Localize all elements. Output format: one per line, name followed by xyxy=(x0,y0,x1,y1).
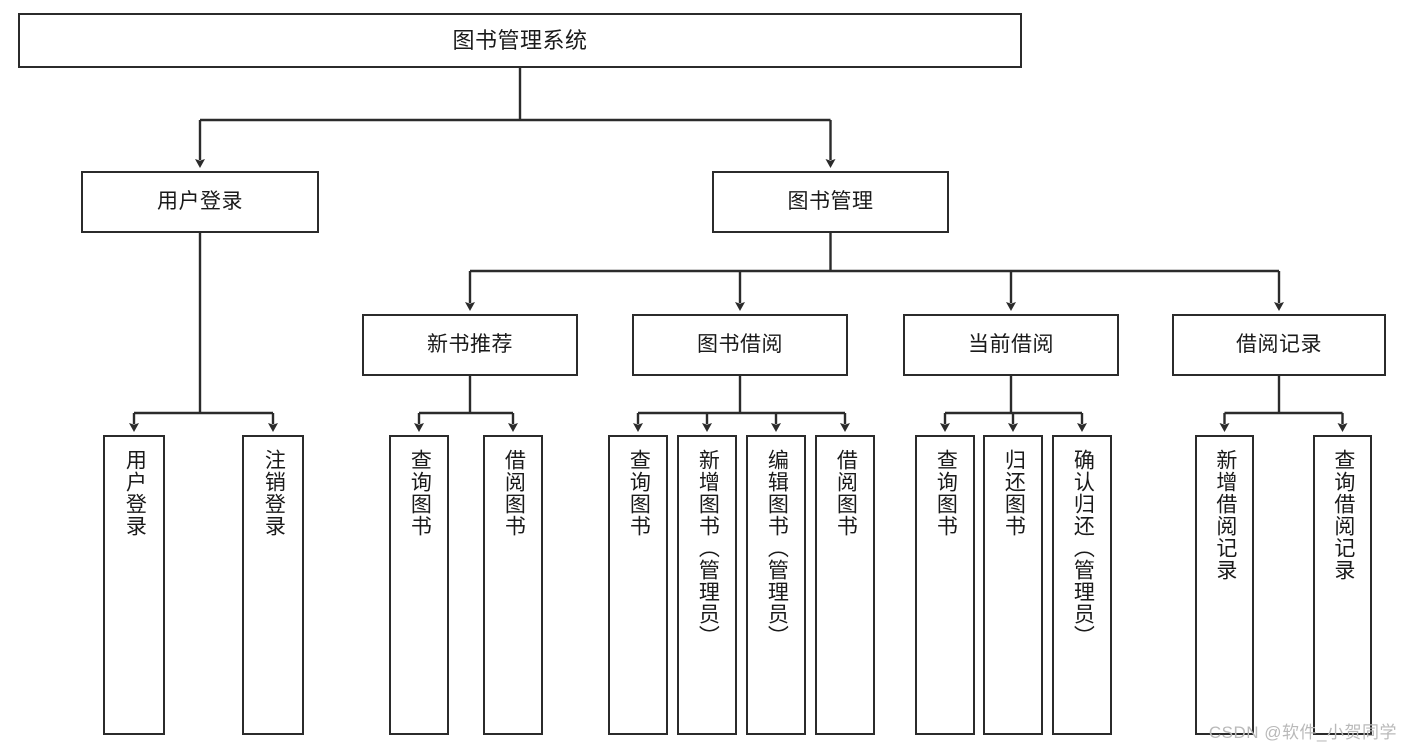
node-leaf-query-record[interactable]: 查询借阅记录 xyxy=(1313,435,1372,735)
node-leaf-add-record[interactable]: 新增借阅记录 xyxy=(1195,435,1254,735)
node-leaf-query-book-1[interactable]: 查询图书 xyxy=(389,435,449,735)
node-user-login[interactable]: 用户登录 xyxy=(81,171,319,233)
node-label: 借阅记录 xyxy=(1236,332,1322,356)
node-label: 查询图书 xyxy=(934,449,958,537)
node-label: 新增图书（管理员） xyxy=(696,449,720,647)
node-label: 查询借阅记录 xyxy=(1331,449,1355,581)
node-book-manage[interactable]: 图书管理 xyxy=(712,171,949,233)
node-label: 当前借阅 xyxy=(968,332,1054,356)
node-leaf-logout[interactable]: 注销登录 xyxy=(242,435,304,735)
node-leaf-return-book[interactable]: 归还图书 xyxy=(983,435,1043,735)
node-label: 查询图书 xyxy=(408,449,432,537)
node-label: 编辑图书（管理员） xyxy=(765,449,789,647)
node-label: 新书推荐 xyxy=(427,332,513,356)
node-label: 确认归还（管理员） xyxy=(1071,449,1095,647)
node-label: 借阅图书 xyxy=(502,449,526,537)
node-label: 图书借阅 xyxy=(697,332,783,356)
node-leaf-borrow-book-1[interactable]: 借阅图书 xyxy=(483,435,543,735)
node-borrow-record[interactable]: 借阅记录 xyxy=(1172,314,1386,376)
watermark-text: CSDN @软件_小贺同学 xyxy=(1208,723,1397,742)
node-label: 注销登录 xyxy=(262,449,286,537)
node-label: 查询图书 xyxy=(627,449,651,537)
node-leaf-borrow-book-2[interactable]: 借阅图书 xyxy=(815,435,875,735)
node-label: 新增借阅记录 xyxy=(1213,449,1237,581)
node-leaf-query-book-3[interactable]: 查询图书 xyxy=(915,435,975,735)
node-root[interactable]: 图书管理系统 xyxy=(18,13,1022,68)
node-label: 用户登录 xyxy=(123,449,147,537)
node-leaf-user-login[interactable]: 用户登录 xyxy=(103,435,165,735)
node-label: 图书管理系统 xyxy=(452,27,588,53)
node-label: 图书管理 xyxy=(787,189,874,213)
node-leaf-query-book-2[interactable]: 查询图书 xyxy=(608,435,668,735)
node-leaf-confirm-return[interactable]: 确认归还（管理员） xyxy=(1052,435,1112,735)
node-new-book-rec[interactable]: 新书推荐 xyxy=(362,314,578,376)
node-book-borrow[interactable]: 图书借阅 xyxy=(632,314,848,376)
node-leaf-add-book[interactable]: 新增图书（管理员） xyxy=(677,435,737,735)
node-label: 用户登录 xyxy=(157,189,243,213)
node-label: 归还图书 xyxy=(1002,449,1026,537)
node-label: 借阅图书 xyxy=(834,449,858,537)
node-current-borrow[interactable]: 当前借阅 xyxy=(903,314,1119,376)
node-leaf-edit-book[interactable]: 编辑图书（管理员） xyxy=(746,435,806,735)
